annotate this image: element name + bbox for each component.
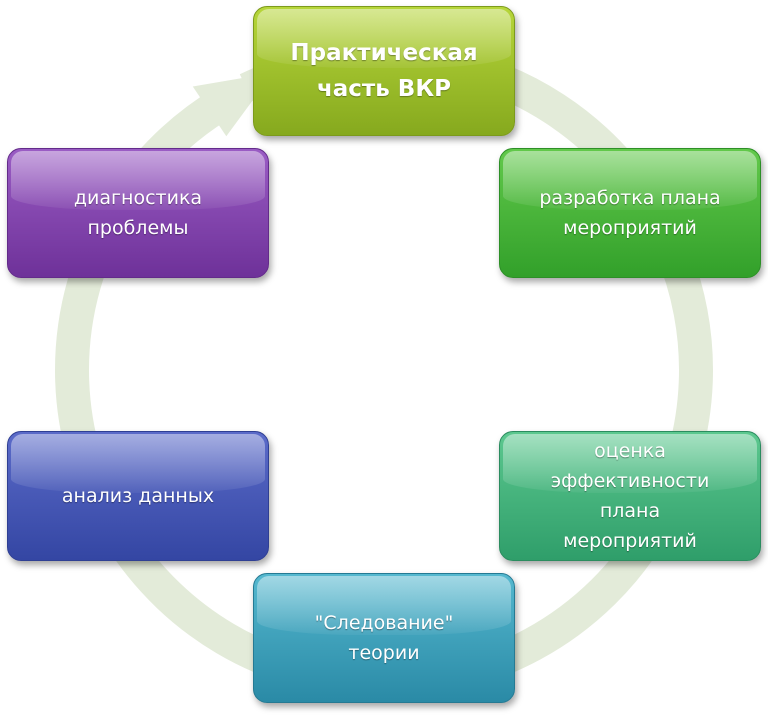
node-theory-following-label: "Следование" теории — [314, 612, 454, 664]
node-plan-efficiency-label: оценка эффективности плана мероприятий — [550, 440, 710, 552]
cycle-ring-arc — [55, 41, 713, 699]
node-data-analysis-label: анализ данных — [61, 485, 215, 507]
node-problem-diagnostics[interactable]: диагностика проблемы — [7, 148, 269, 278]
node-problem-diagnostics-label: диагностика проблемы — [73, 187, 203, 239]
node-data-analysis[interactable]: анализ данных — [7, 431, 269, 561]
node-plan-development-label: разработка плана мероприятий — [539, 187, 721, 239]
node-plan-development[interactable]: разработка плана мероприятий — [499, 148, 761, 278]
node-theory-following[interactable]: "Следование" теории — [253, 573, 515, 703]
node-practical-part-label: Практическая часть ВКР — [290, 40, 478, 102]
node-practical-part[interactable]: Практическая часть ВКР — [253, 6, 515, 136]
node-plan-efficiency[interactable]: оценка эффективности плана мероприятий — [499, 431, 761, 561]
